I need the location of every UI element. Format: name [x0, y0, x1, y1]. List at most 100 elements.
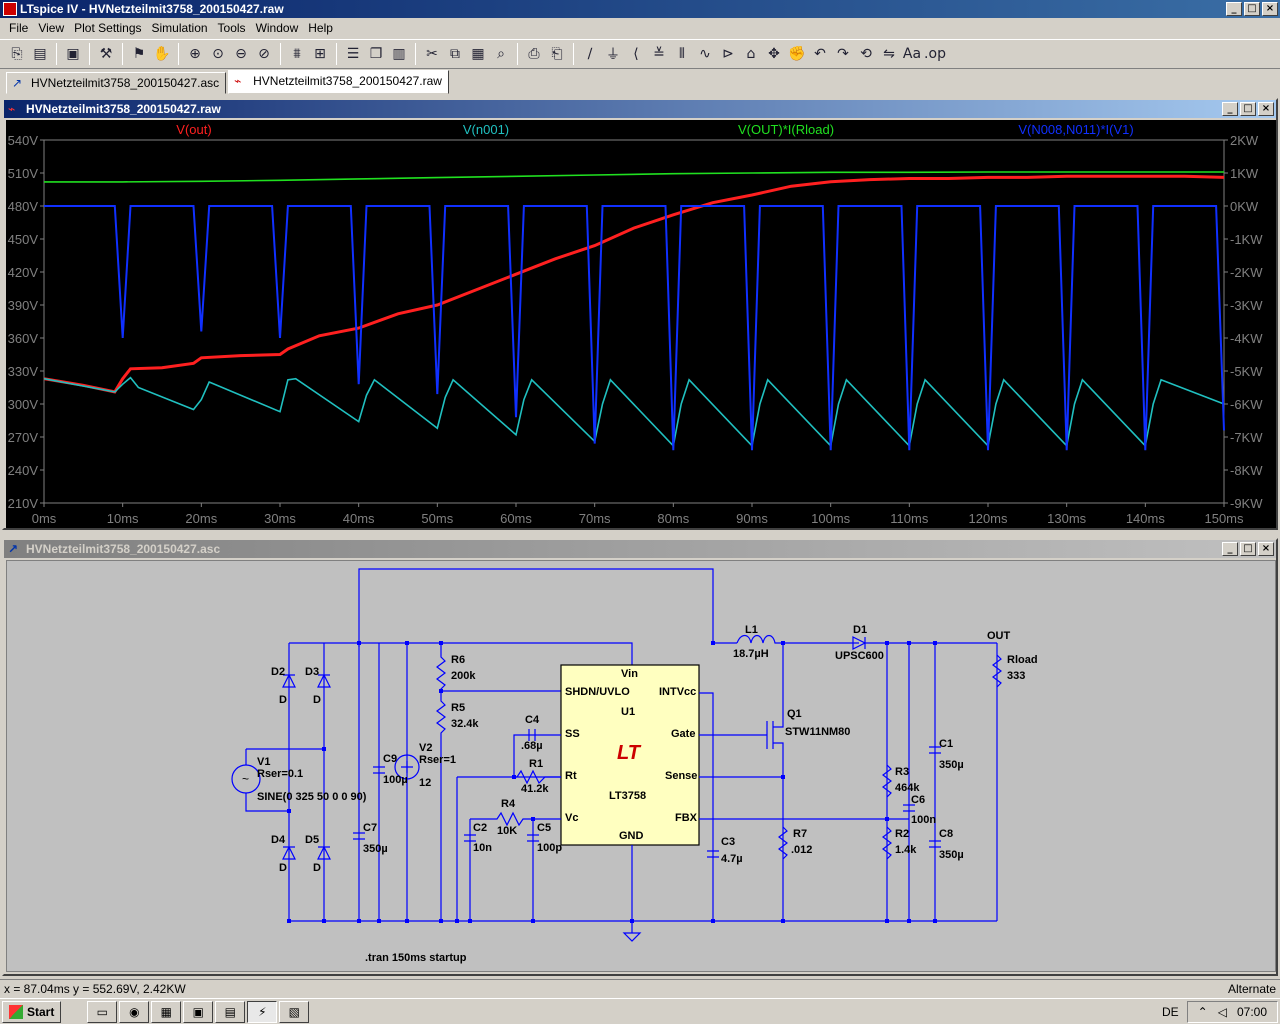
camera-icon[interactable]: ▣ [183, 1000, 214, 1023]
firefox-icon[interactable]: ◉ [119, 1000, 150, 1023]
label-r6-value: 200k [451, 670, 476, 682]
print-setup-icon[interactable]: ⎙ [528, 46, 540, 62]
label-c6: C6 [911, 794, 925, 806]
cursor-readout: x = 87.04ms y = 552.69V, 2.42KW [4, 982, 186, 996]
rotate-icon[interactable]: ⟲ [860, 46, 872, 62]
schematic-minimize-button[interactable]: _ [1222, 542, 1238, 556]
run-icon[interactable]: ⚑ [132, 46, 146, 62]
control-panel-icon[interactable]: ⚒ [99, 46, 113, 62]
y-tick-label-left: 540V [8, 133, 39, 148]
cut-icon[interactable]: ✂ [426, 46, 438, 62]
language-indicator[interactable]: DE [1162, 1005, 1179, 1019]
capacitor-icon[interactable]: ⫴ [679, 46, 685, 62]
tab-schematic[interactable]: ↗ HVNetzteilmit3758_200150427.asc [6, 72, 227, 94]
label-c7-value: 350µ [363, 843, 388, 855]
copy-icon[interactable]: ⧉ [450, 46, 460, 62]
move-icon[interactable]: ✥ [768, 46, 780, 62]
label-r7-value: .012 [791, 844, 812, 856]
waveform-chart[interactable]: 540V510V480V450V420V390V360V330V300V270V… [6, 120, 1276, 528]
series-line-2 [44, 171, 1224, 183]
y-tick-label-right: -5KW [1230, 364, 1263, 379]
tray-expand-icon[interactable]: ⌃ [1197, 1005, 1208, 1019]
y-tick-label-right: -9KW [1230, 496, 1263, 511]
halt-icon[interactable]: ✋ [153, 46, 171, 62]
schematic-close-button[interactable]: × [1258, 542, 1274, 556]
tab-waveform[interactable]: ⌁ HVNetzteilmit3758_200150427.raw [228, 70, 449, 94]
x-tick-label: 90ms [736, 511, 768, 526]
pick-visible-traces-icon[interactable]: ⊞ [314, 46, 326, 62]
label-r7: R7 [793, 828, 807, 840]
menu-plot-settings[interactable]: Plot Settings [74, 21, 142, 35]
paste-icon[interactable]: ▦ [471, 46, 485, 62]
svg-text:~: ~ [242, 772, 249, 786]
redo-icon[interactable]: ↷ [837, 46, 849, 62]
minimize-button[interactable]: _ [1226, 2, 1242, 16]
pdf-icon[interactable]: ▧ [279, 1000, 310, 1023]
ground-icon[interactable]: ⏚ [606, 47, 620, 63]
menu-help[interactable]: Help [308, 21, 333, 35]
schematic-maximize-button[interactable]: □ [1240, 542, 1256, 556]
mirror-icon[interactable]: ⇋ [883, 46, 895, 62]
label-r5-value: 32.4k [451, 718, 479, 730]
menu-window[interactable]: Window [255, 21, 299, 35]
cascade-icon[interactable]: ❐ [369, 46, 383, 62]
drag-icon[interactable]: ✊ [788, 46, 806, 62]
y-tick-label-left: 300V [8, 397, 39, 412]
resistor-icon[interactable]: ≚ [653, 46, 665, 62]
open-folder-icon[interactable]: ▤ [33, 46, 47, 62]
schematic-canvas[interactable]: ~ [6, 560, 1276, 972]
wire-icon[interactable]: ∕ [587, 46, 593, 62]
menu-simulation[interactable]: Simulation [151, 21, 208, 35]
plot-minimize-button[interactable]: _ [1222, 102, 1238, 116]
pan-icon[interactable]: ⊙ [212, 46, 224, 62]
y-tick-label-left: 270V [8, 430, 39, 445]
device-manager-icon[interactable]: ▦ [151, 1000, 182, 1023]
undo-icon[interactable]: ↶ [814, 46, 826, 62]
label-v2: V2 [419, 742, 432, 754]
autorange-icon[interactable]: ⩩ [293, 46, 301, 62]
schematic-drawing[interactable]: ~ [7, 561, 1275, 971]
volume-icon[interactable]: ◁ [1217, 1005, 1227, 1019]
label-l1-value: 18.7µH [733, 648, 769, 660]
close-button[interactable]: × [1262, 2, 1278, 16]
x-tick-label: 140ms [1126, 511, 1166, 526]
label-c2: C2 [473, 822, 487, 834]
text-icon[interactable]: Aa [902, 46, 922, 62]
y-tick-label-left: 390V [8, 298, 39, 313]
zoom-in-icon[interactable]: ⊕ [189, 46, 201, 62]
x-tick-label: 10ms [107, 511, 139, 526]
print-icon[interactable]: ⎗ [551, 46, 563, 62]
tile-horizontal-icon[interactable]: ☰ [346, 46, 360, 62]
spice-directive-icon[interactable]: .op [924, 46, 946, 62]
find-icon[interactable]: ⌕ [497, 46, 505, 62]
label-net-icon[interactable]: ⟨ [633, 46, 639, 62]
tile-vertical-icon[interactable]: ▥ [392, 46, 406, 62]
menu-file[interactable]: File [9, 21, 29, 35]
plot-maximize-button[interactable]: □ [1240, 102, 1256, 116]
system-tray: DE ⌃ ◁ 07:00 [1162, 1001, 1278, 1023]
new-schematic-icon[interactable]: ⎘ [11, 46, 23, 62]
label-l1: L1 [745, 624, 758, 636]
x-tick-label: 40ms [343, 511, 375, 526]
schematic-icon: ↗ [8, 542, 19, 556]
menu-view[interactable]: View [38, 21, 65, 35]
start-button[interactable]: Start [2, 1000, 62, 1023]
pin-gate: Gate [671, 728, 695, 740]
maximize-button[interactable]: □ [1244, 2, 1260, 16]
component-icon[interactable]: ⌂ [746, 46, 756, 62]
label-rload: Rload [1007, 654, 1038, 666]
explorer-icon[interactable]: ▭ [87, 1000, 118, 1023]
zoom-out-icon[interactable]: ⊖ [235, 46, 247, 62]
zoom-fit-icon[interactable]: ⊘ [258, 46, 270, 62]
diode-icon[interactable]: ⊳ [722, 46, 734, 62]
ltspice-taskbar-icon[interactable]: ⚡ [247, 1000, 278, 1023]
save-icon[interactable]: ▣ [66, 46, 80, 62]
y-tick-label-right: 0KW [1230, 199, 1259, 214]
label-r6: R6 [451, 654, 465, 666]
inductor-icon[interactable]: ∿ [699, 46, 711, 62]
notepad-icon[interactable]: ▤ [215, 1000, 246, 1023]
spice-directive: .tran 150ms startup [365, 952, 467, 964]
menu-tools[interactable]: Tools [217, 21, 246, 35]
plot-close-button[interactable]: × [1258, 102, 1274, 116]
